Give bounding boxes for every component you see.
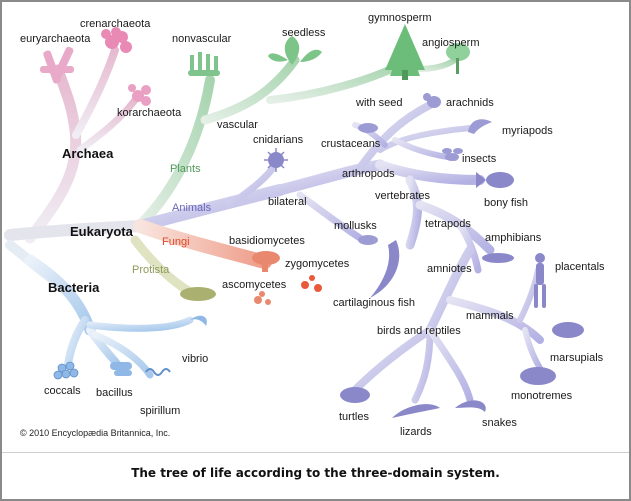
label-insects: insects [462, 153, 497, 165]
cartilaginous-fish-icon [370, 240, 400, 298]
label-amphibians: amphibians [485, 232, 542, 244]
caption-divider [2, 452, 629, 453]
label-arachnids: arachnids [446, 97, 494, 109]
domain-bacteria-label: Bacteria [48, 280, 100, 295]
euryarchaeota-icon [40, 46, 74, 84]
gymnosperm-icon [385, 24, 425, 80]
label-placentals: placentals [555, 261, 605, 273]
bacteria-branch [24, 254, 207, 380]
label-birds-and-reptiles: birds and reptiles [377, 325, 461, 337]
archaea-branch [24, 27, 151, 244]
label-turtles: turtles [339, 411, 369, 423]
crenarchaeota-icon [101, 27, 132, 53]
lizard-icon [392, 404, 440, 418]
kingdom-plants-label: Plants [170, 163, 201, 175]
label-bilateral: bilateral [268, 196, 307, 208]
angiosperm-icon [446, 43, 470, 74]
label-monotremes: monotremes [511, 390, 573, 402]
copyright-notice: © 2010 Encyclopædia Britannica, Inc. [20, 428, 170, 438]
monotreme-icon [520, 367, 556, 385]
label-vascular: vascular [217, 119, 258, 131]
myriapod-icon [468, 119, 492, 134]
label-ascomycetes: ascomycetes [222, 279, 287, 291]
label-cnidarians: cnidarians [253, 134, 304, 146]
protista-branch [130, 235, 216, 301]
animals-branch [134, 93, 584, 418]
insect-icon [442, 148, 463, 161]
ascomycete-icon [254, 291, 271, 305]
label-vibrio: vibrio [182, 353, 208, 365]
label-basidiomycetes: basidiomycetes [229, 235, 305, 247]
domain-archaea-label: Archaea [62, 146, 114, 161]
label-marsupials: marsupials [550, 352, 604, 364]
label-angiosperm: angiosperm [422, 37, 479, 49]
label-bacillus: bacillus [96, 387, 133, 399]
plants-branch [135, 24, 470, 230]
crustacean-icon [358, 123, 378, 133]
label-tetrapods: tetrapods [425, 218, 471, 230]
nonvascular-icon [188, 52, 220, 76]
label-lizards: lizards [400, 426, 432, 438]
kingdom-animals-label: Animals [172, 202, 212, 214]
label-vertebrates: vertebrates [375, 190, 431, 202]
label-crenarchaeota: crenarchaeota [80, 18, 151, 30]
snake-icon [455, 400, 486, 412]
label-zygomycetes: zygomycetes [285, 258, 350, 270]
label-korarchaeota: korarchaeota [117, 107, 182, 119]
label-euryarchaeota: euryarchaeota [20, 33, 91, 45]
seedless-icon [268, 36, 322, 65]
label-spirillum: spirillum [140, 405, 180, 417]
label-mammals: mammals [466, 310, 514, 322]
protist-icon [180, 287, 216, 301]
label-coccals: coccals [44, 385, 81, 397]
label-cartilaginous-fish: cartilaginous fish [333, 297, 415, 309]
label-bony-fish: bony fish [484, 197, 528, 209]
label-mollusks: mollusks [334, 220, 377, 232]
figure-caption: The tree of life according to the three-… [131, 466, 500, 480]
label-with-seed: with seed [355, 97, 402, 109]
coccal-icon [53, 361, 79, 380]
korarchaeota-icon [128, 84, 151, 106]
kingdom-fungi-label: Fungi [162, 236, 190, 248]
label-myriapods: myriapods [502, 125, 553, 137]
label-snakes: snakes [482, 417, 517, 429]
basidiomycete-icon [252, 251, 280, 272]
kingdom-protista-label: Protista [132, 264, 170, 276]
vibrio-icon [190, 315, 207, 326]
label-amniotes: amniotes [427, 263, 472, 275]
mollusk-icon [358, 235, 378, 245]
fungi-branch [133, 219, 322, 305]
domain-eukaryota-label: Eukaryota [70, 224, 134, 239]
bacillus-icon [110, 362, 132, 376]
zygomycete-icon [301, 275, 322, 292]
placental-icon [534, 253, 546, 308]
cnidarian-icon [264, 148, 288, 172]
spirillum-icon [145, 368, 171, 376]
marsupial-icon [552, 322, 584, 338]
tree-of-life-diagram: Archaea Eukaryota Bacteria Plants Animal… [4, 12, 605, 438]
label-nonvascular: nonvascular [172, 33, 232, 45]
amphibian-icon [482, 253, 514, 263]
label-arthropods: arthropods [342, 168, 395, 180]
bony-fish-icon [476, 172, 514, 188]
label-gymnosperm: gymnosperm [368, 12, 432, 24]
arachnid-icon [423, 93, 441, 108]
turtle-icon [340, 387, 370, 403]
label-crustaceans: crustaceans [321, 138, 381, 150]
label-seedless: seedless [282, 27, 326, 39]
